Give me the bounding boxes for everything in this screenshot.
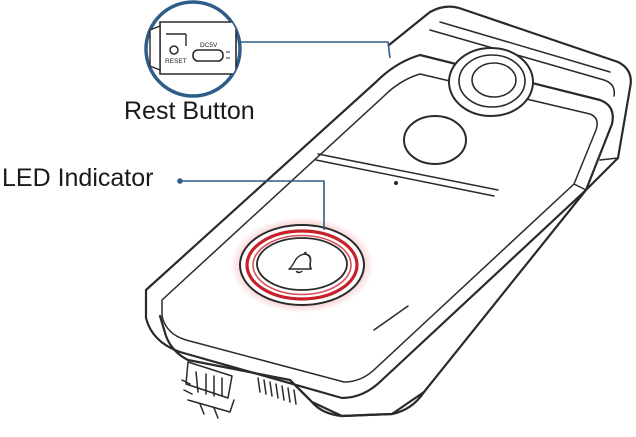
- pir-sensor: [404, 116, 466, 164]
- usb-port-icon: [193, 50, 223, 61]
- reset-callout-line: [240, 42, 390, 58]
- camera-lens: [449, 48, 533, 116]
- inset-dc-label: DC5V: [200, 42, 218, 49]
- led-callout-label: LED Indicator: [2, 164, 153, 192]
- device-side-seam: [374, 306, 408, 330]
- reset-inset-contents: DC5V RESET: [150, 22, 236, 74]
- button-cap: [257, 238, 347, 290]
- reset-callout-label: Rest Button: [124, 97, 255, 125]
- speaker-grille: [258, 378, 296, 404]
- doorbell-button[interactable]: [230, 217, 374, 313]
- led-callout-dot: [177, 178, 183, 184]
- inset-reset-label: RESET: [165, 58, 187, 65]
- reset-hole: [170, 46, 178, 54]
- microphone-hole: [394, 181, 398, 185]
- device-divider: [316, 154, 498, 196]
- bottom-terminal-block: [182, 362, 234, 418]
